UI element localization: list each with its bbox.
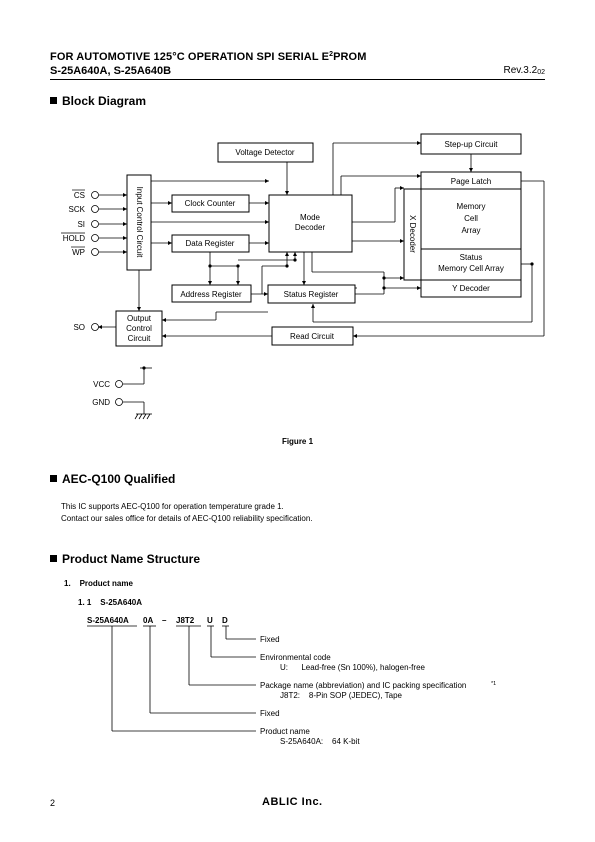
mode-decoder-label-line2: Decoder <box>295 223 326 232</box>
memory-label-line1: Memory <box>457 202 486 211</box>
code-part-fixed: D <box>222 616 228 625</box>
annotation-fixed-mid: Fixed <box>260 709 280 718</box>
revision-label: Rev.3.202 <box>503 65 545 76</box>
pin-label-vcc: VCC <box>93 380 110 389</box>
memory-label-line2: Cell <box>464 214 478 223</box>
status-register-block <box>267 284 356 304</box>
code-part-base: S-25A640A <box>87 616 129 625</box>
figure-caption: Figure 1 <box>281 437 314 446</box>
code-part-env: U <box>207 616 213 625</box>
pin-label-cs: CS <box>74 191 85 200</box>
read-circuit-block <box>271 326 354 346</box>
annotation-pkg-value: J8T2: 8-Pin SOP (JEDEC), Tape <box>280 691 403 700</box>
step-up-circuit-block <box>420 133 522 155</box>
aec-line-1: This IC supports AEC-Q100 for operation … <box>61 502 284 511</box>
status-memory-label-line1: Status <box>460 253 483 262</box>
aec-line-2: Contact our sales office for details of … <box>61 514 313 523</box>
status-memory-label-line2: Memory Cell Array <box>438 264 504 273</box>
output-control-circuit-block <box>115 310 163 347</box>
memory-cell-array-block <box>420 188 522 250</box>
clock-counter-label: Clock Counter <box>185 199 236 208</box>
section-heading-aec: AEC-Q100 Qualified <box>50 472 175 486</box>
status-memory-cell-array-block <box>420 248 522 281</box>
data-register-label: Data Register <box>186 239 235 248</box>
pin-label-so: SO <box>73 323 85 332</box>
product-name-item-1: 1. Product name <box>64 579 133 588</box>
square-bullet-icon <box>50 555 57 562</box>
address-register-block <box>171 284 252 303</box>
annotation-fixed-top: Fixed <box>260 635 280 644</box>
memory-label-line3: Array <box>461 226 480 235</box>
y-decoder-block <box>420 279 522 298</box>
product-name-item-1-1: 1. 1 S-25A640A <box>78 598 143 607</box>
annotation-pkg-note: *1 <box>491 681 496 687</box>
data-register-block <box>171 234 250 253</box>
section-heading-product-name-structure: Product Name Structure <box>50 552 200 566</box>
output-control-label-line1: Output <box>127 314 152 323</box>
read-circuit-label: Read Circuit <box>290 332 335 341</box>
voltage-detector-label: Voltage Detector <box>235 148 294 157</box>
pin-label-sck: SCK <box>69 205 86 214</box>
step-up-label: Step-up Circuit <box>445 140 499 149</box>
input-control-circuit-block <box>126 174 152 271</box>
code-part-dash: – <box>162 616 167 625</box>
annotation-pkg-title: Package name (abbreviation) and IC packi… <box>260 681 466 690</box>
output-control-label-line2: Control <box>126 324 152 333</box>
section-heading-block-diagram: Block Diagram <box>50 94 146 108</box>
code-part-package: J8T2 <box>176 616 195 625</box>
address-register-label: Address Register <box>180 290 242 299</box>
mode-decoder-label-line1: Mode <box>300 213 321 222</box>
x-decoder-label: X Decoder <box>408 215 417 253</box>
square-bullet-icon <box>50 475 57 482</box>
page-number: 2 <box>50 798 56 808</box>
company-logo: ABLIC Inc. <box>262 796 323 808</box>
pin-label-wp: WP <box>72 248 85 257</box>
mode-decoder-block <box>268 194 353 253</box>
y-decoder-label: Y Decoder <box>452 284 490 293</box>
square-bullet-icon <box>50 97 57 104</box>
output-control-label-line3: Circuit <box>128 334 151 343</box>
pin-label-gnd: GND <box>92 398 110 407</box>
voltage-detector-block <box>217 142 314 163</box>
annotation-product-title: Product name <box>260 727 310 736</box>
status-register-label: Status Register <box>284 290 339 299</box>
page-latch-label: Page Latch <box>451 177 491 186</box>
clock-counter-block <box>171 194 250 213</box>
document-subtitle: S-25A640A, S-25A640B <box>50 65 172 77</box>
annotation-env-value: U: Lead-free (Sn 100%), halogen-free <box>280 663 426 672</box>
annotation-env-title: Environmental code <box>260 653 331 662</box>
header-rule <box>50 79 545 80</box>
input-control-label: Input Control Circuit <box>135 187 144 258</box>
annotation-product-value: S-25A640A: 64 K-bit <box>280 737 360 746</box>
pin-label-hold: HOLD <box>63 234 85 243</box>
code-part-variant: 0A <box>143 616 153 625</box>
document-title: FOR AUTOMOTIVE 125°C OPERATION SPI SERIA… <box>50 51 367 63</box>
pin-label-si: SI <box>77 220 85 229</box>
